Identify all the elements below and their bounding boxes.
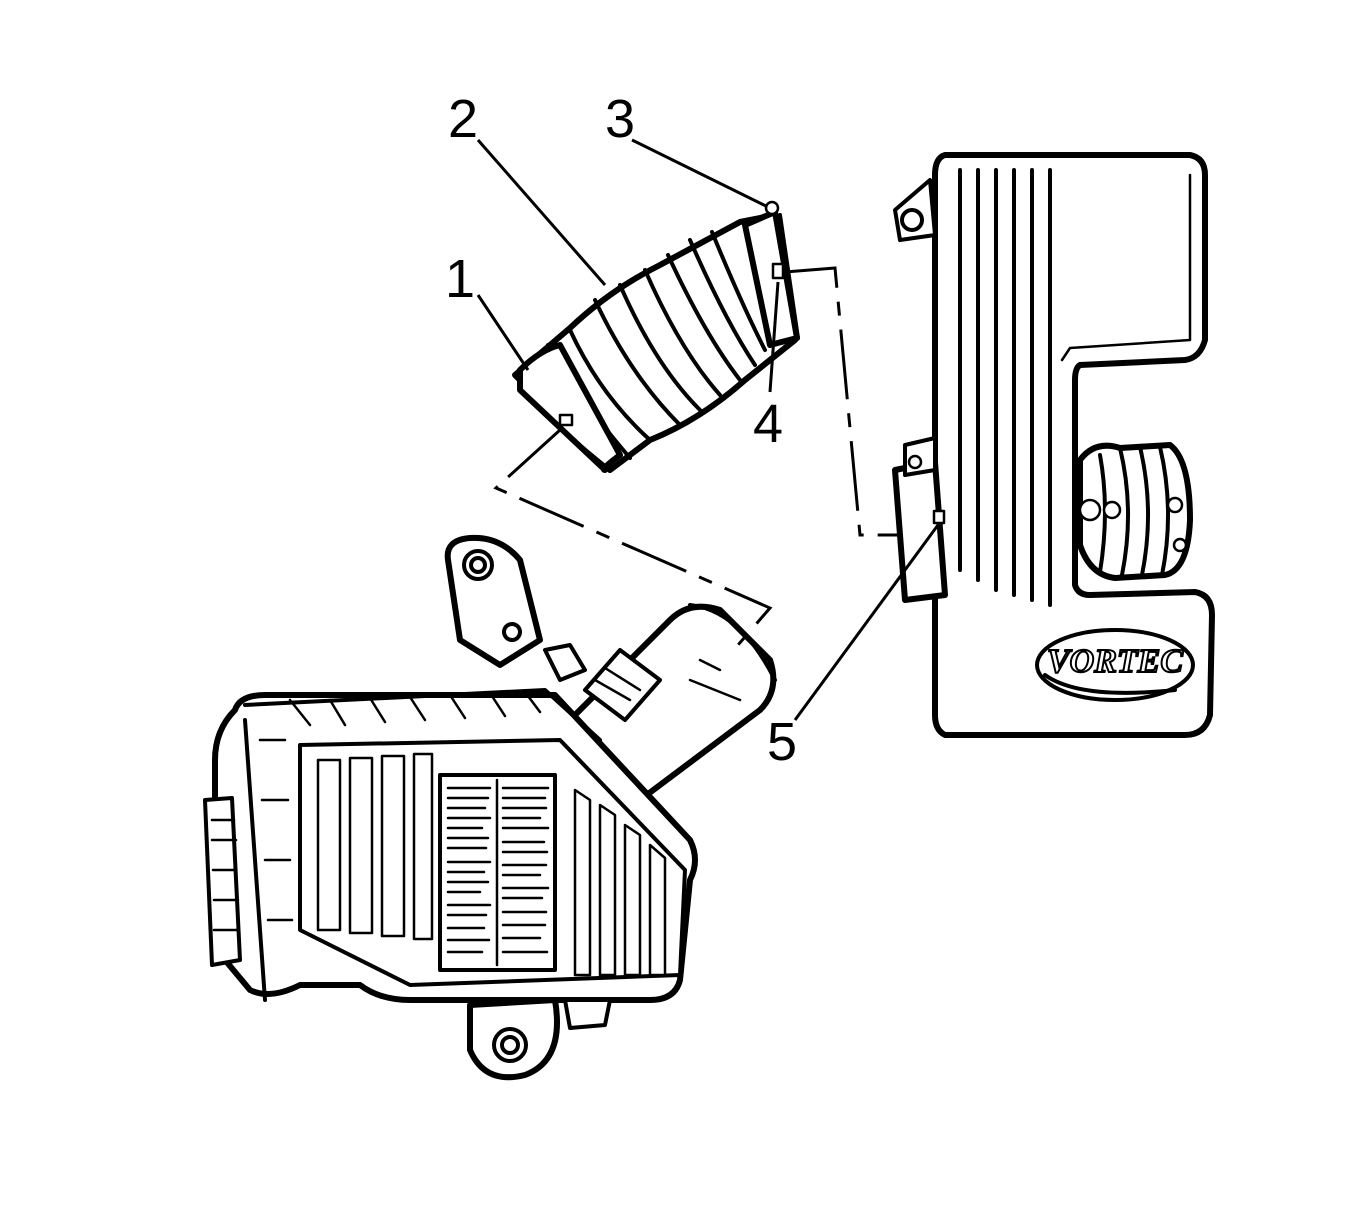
connection-lines [493,266,900,646]
vortec-logo: VORTEC [1035,628,1195,702]
air-cleaner-housing [203,534,777,1081]
intake-duct-bellows [512,200,800,473]
callout-4: 4 [753,394,783,454]
callout-2: 2 [448,89,478,149]
callout-3: 3 [605,89,635,149]
callout-1: 1 [445,249,475,309]
svg-text:VORTEC: VORTEC [1047,643,1183,680]
throttle-body [1077,442,1193,581]
callout-leaders [476,138,940,721]
callout-5: 5 [767,712,797,772]
callout-numbers: 1 2 3 4 5 [445,89,797,772]
warning-label [438,773,557,972]
engine-cover: VORTEC [892,152,1215,738]
